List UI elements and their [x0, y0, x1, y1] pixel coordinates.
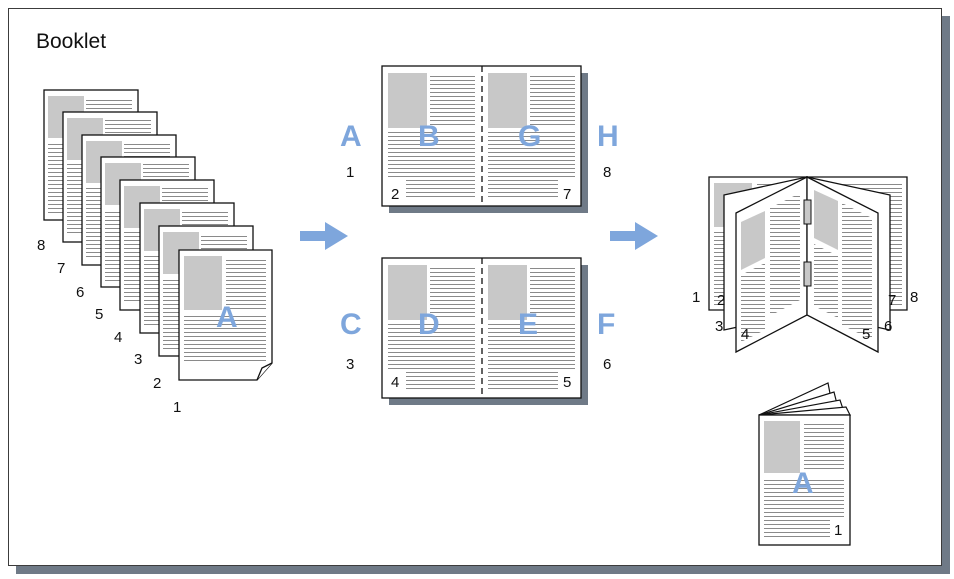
sheet2-page-right-number: 5	[563, 374, 571, 391]
source-page-number: 7	[57, 260, 65, 277]
source-page-number: 5	[95, 306, 103, 323]
sheet1-page-left-letter: B	[418, 120, 440, 153]
source-page-letter: A	[216, 301, 238, 334]
source-page-number: 1	[173, 399, 181, 416]
arrow-right-icon	[300, 222, 348, 250]
result-page-number: 7	[888, 292, 896, 309]
sheet2-page-left-number: 4	[391, 374, 399, 391]
source-page-number: 3	[134, 351, 142, 368]
finished-booklet-letter: A	[792, 467, 814, 500]
sheet2-page-left-letter: D	[418, 308, 440, 341]
arrow-right-icon	[610, 222, 658, 250]
sheet1-outer-left-number: 1	[346, 164, 354, 181]
printed-sheet-1: B G 2 7	[381, 65, 588, 213]
source-page-1	[178, 249, 273, 381]
sheet1-page-right-number: 7	[563, 186, 571, 203]
source-page-stack: A	[43, 89, 273, 381]
source-page-numbers: 8 7 6 5 4 3 2 1	[37, 237, 181, 416]
result-page-number: 6	[884, 318, 892, 335]
source-page-number: 2	[153, 375, 161, 392]
sheet2-page-right-letter: E	[518, 308, 538, 341]
sheet2-outer-right-number: 6	[603, 356, 611, 373]
finished-booklet-number: 1	[834, 522, 842, 539]
assembled-booklet-page-numbers: 1 2 3 4 5 6 7 8	[692, 289, 918, 343]
result-page-number: 2	[717, 292, 725, 309]
source-page-number: 4	[114, 329, 122, 346]
source-page-number: 8	[37, 237, 45, 254]
source-page-number: 6	[76, 284, 84, 301]
sheet1-outer-right-number: 8	[603, 164, 611, 181]
sheet2-outer-left-letter: C	[340, 308, 362, 341]
result-page-number: 3	[715, 318, 723, 335]
sheet2-outer-right-letter: F	[597, 308, 615, 341]
assembled-booklet	[708, 175, 908, 354]
result-page-number: 8	[910, 289, 918, 306]
diagram-title: Booklet	[36, 30, 107, 53]
sheet1-page-left-number: 2	[391, 186, 399, 203]
result-page-number: 4	[741, 326, 749, 343]
sheet2-outer-left-number: 3	[346, 356, 354, 373]
sheet1-page-right-letter: G	[518, 120, 541, 153]
sheet1-outer-left-letter: A	[340, 120, 362, 153]
sheet1-outer-right-letter: H	[597, 120, 619, 153]
printed-sheet-2: D E 4 5	[381, 257, 588, 405]
result-page-number: 5	[862, 326, 870, 343]
finished-booklet: A 1	[758, 382, 851, 546]
result-page-number: 1	[692, 289, 700, 306]
